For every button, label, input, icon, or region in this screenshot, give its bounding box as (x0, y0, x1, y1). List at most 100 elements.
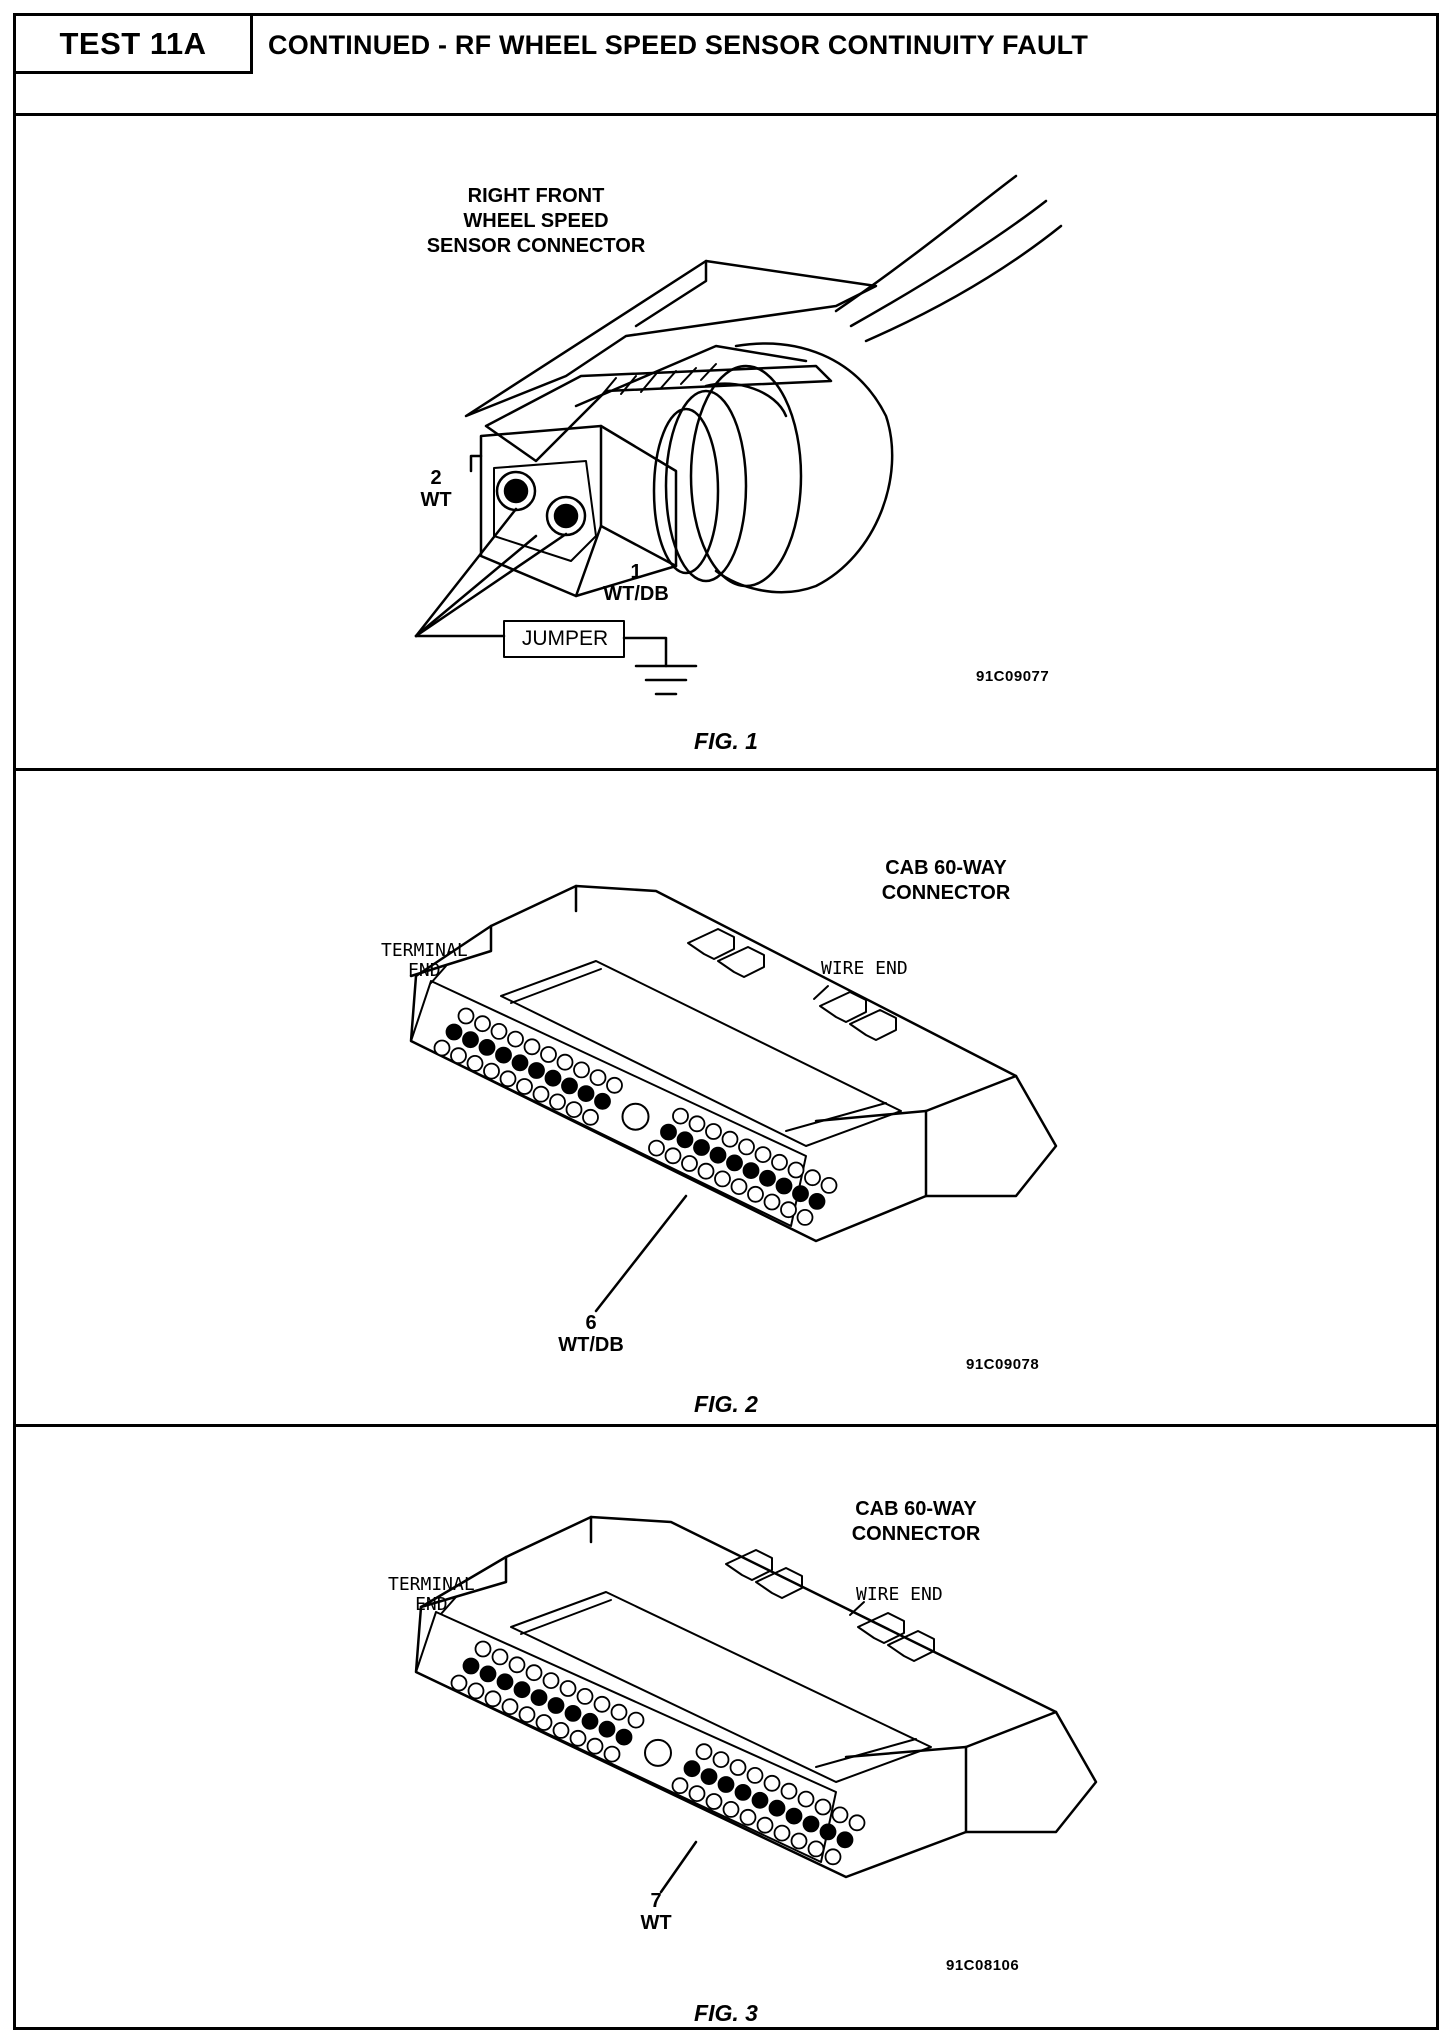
terminal-pin (467, 1682, 485, 1700)
terminal-pin (598, 1720, 616, 1738)
terminal-pin (615, 1728, 633, 1746)
terminal-pin (496, 1673, 514, 1691)
terminal-pin (594, 1092, 611, 1110)
terminal-pin (576, 1687, 594, 1705)
terminal-pin (742, 1162, 760, 1180)
terminal-pin (819, 1823, 837, 1841)
terminal-pin (754, 1146, 772, 1164)
terminal-pin (808, 1192, 826, 1210)
terminal-pin (688, 1115, 706, 1133)
terminal-pin (525, 1664, 543, 1682)
terminal-pin (511, 1054, 529, 1072)
terminal-pin (532, 1085, 550, 1103)
terminal-pin (586, 1737, 604, 1755)
terminal-pin (491, 1648, 509, 1666)
test-label: TEST 11A (16, 16, 253, 74)
connector-label: CAB 60-WAY CONNECTOR (836, 856, 1056, 906)
terminal-pin (508, 1656, 526, 1674)
figure-caption: FIG. 2 (694, 1391, 758, 1417)
terminal-pin (797, 1790, 815, 1808)
terminal-pin (462, 1031, 479, 1049)
terminal-end-label: TERMINAL END (388, 1575, 475, 1615)
terminal-pin (606, 1076, 623, 1094)
wire-end-label: WIRE END (856, 1584, 943, 1605)
terminal-pin (507, 1030, 524, 1048)
terminal-pin (771, 1153, 788, 1171)
terminal-pin (831, 1806, 849, 1824)
terminal-pin (450, 1674, 468, 1692)
terminal-end-text: TERMINAL END (381, 940, 468, 981)
figure-1-panel: RIGHT FRONT WHEEL SPEED SENSOR CONNECTOR… (16, 116, 1436, 766)
terminal-pin (751, 1791, 769, 1809)
terminal-pin (722, 1800, 740, 1818)
terminal-pin (780, 1782, 798, 1800)
terminal-pin (501, 1698, 519, 1716)
terminal-pin (729, 1759, 747, 1776)
terminal-pin (848, 1814, 866, 1832)
terminal-pin (565, 1101, 583, 1119)
terminal-pin (581, 1712, 599, 1730)
terminal-pin (513, 1681, 531, 1699)
terminal-pin (495, 1046, 512, 1064)
cab-connector-drawing (409, 884, 1058, 1313)
terminal-pin (559, 1680, 577, 1697)
terminal-pin (804, 1169, 821, 1187)
terminal-pin (681, 1155, 698, 1172)
terminal-pin (593, 1695, 611, 1713)
terminal-pin (739, 1808, 757, 1826)
terminal-pin (787, 1161, 805, 1179)
terminal-pin (790, 1832, 808, 1850)
terminal-pin (714, 1170, 731, 1188)
terminal-pin (660, 1123, 677, 1141)
terminal-pin (530, 1689, 548, 1707)
terminal-pin (648, 1139, 665, 1157)
terminal-pin (807, 1840, 825, 1858)
terminal-pin (540, 1046, 557, 1063)
terminal-end-label: TERMINAL END (381, 941, 468, 981)
terminal-pin (556, 1053, 574, 1071)
connector-label-text: RIGHT FRONT WHEEL SPEED SENSOR CONNECTOR (426, 185, 646, 257)
figure-caption: FIG. 3 (694, 2000, 758, 2026)
figure-code: 91C09078 (966, 1356, 1040, 1373)
terminal-pin (484, 1690, 502, 1708)
terminal-pin (569, 1729, 587, 1747)
terminal-pin (518, 1706, 536, 1724)
terminal-pin (561, 1077, 578, 1095)
terminal-pin (552, 1721, 570, 1739)
terminal-pin (433, 1039, 451, 1057)
pin1-number: 1 (630, 561, 642, 583)
figure-2-panel: CAB 60-WAY CONNECTOR TERMINAL END WIRE E… (16, 771, 1436, 1421)
terminal-pin (759, 1169, 776, 1187)
terminal-pin (802, 1815, 820, 1833)
terminal-pin (695, 1743, 713, 1761)
terminal-pin (671, 1777, 689, 1795)
terminal-pin (474, 1015, 491, 1033)
pin2-wire: WT (420, 489, 452, 511)
terminal-pin (726, 1154, 743, 1172)
terminal-pin (721, 1130, 739, 1148)
terminal-pin (672, 1107, 689, 1125)
pin-wire: WT/DB (558, 1334, 624, 1356)
terminal-pin (466, 1054, 484, 1072)
terminal-pin (768, 1799, 786, 1817)
terminal-pin (582, 1108, 599, 1126)
connector-label-text: CAB 60-WAY CONNECTOR (851, 1498, 981, 1545)
terminal-pin (730, 1178, 748, 1196)
terminal-pin (792, 1185, 809, 1203)
terminal-end-text: TERMINAL END (388, 1574, 475, 1615)
terminal-pin (490, 1022, 508, 1040)
terminal-pin (664, 1147, 682, 1165)
figure-caption: FIG. 1 (694, 728, 758, 754)
terminal-pin (717, 1776, 735, 1793)
terminal-pin (836, 1831, 854, 1849)
terminal-pin (478, 1038, 496, 1056)
terminal-pin (474, 1640, 492, 1658)
terminal-pin (734, 1783, 752, 1801)
wire-end-label: WIRE END (821, 958, 908, 979)
terminal-pin (756, 1816, 774, 1834)
terminal-pin (627, 1711, 645, 1729)
pin2-number: 2 (430, 467, 442, 489)
terminal-pin (523, 1038, 541, 1056)
connector-label: CAB 60-WAY CONNECTOR (806, 1497, 1026, 1547)
terminal-pin (712, 1751, 730, 1769)
